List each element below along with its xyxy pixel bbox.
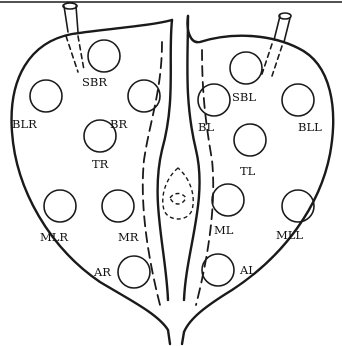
verumontanum-inner bbox=[170, 194, 186, 205]
biopsy-spot-mr bbox=[102, 190, 134, 222]
biopsy-spot-br bbox=[128, 80, 160, 112]
label-tl: TL bbox=[240, 164, 256, 178]
left-seminal-tube bbox=[63, 3, 84, 72]
biopsy-spot-ml bbox=[212, 184, 244, 216]
label-sbl: SBL bbox=[232, 90, 256, 104]
biopsy-spot-sbr bbox=[88, 40, 120, 72]
right-seminal-tube bbox=[262, 13, 291, 76]
biopsy-spot-mll bbox=[282, 190, 314, 222]
label-bll: BLL bbox=[298, 120, 322, 134]
biopsy-spot-al bbox=[202, 254, 234, 286]
biopsy-spot-mlr bbox=[44, 190, 76, 222]
label-br: BR bbox=[110, 117, 127, 131]
biopsy-spot-blr bbox=[30, 80, 62, 112]
urethra-left-wall bbox=[158, 20, 172, 300]
left-lobe-outline bbox=[12, 20, 172, 344]
biopsy-spot-sbl bbox=[230, 52, 262, 84]
label-sbr: SBR bbox=[82, 75, 107, 89]
biopsy-spot-bl bbox=[198, 84, 230, 116]
biopsy-spot-tl bbox=[234, 124, 266, 156]
label-al: AL bbox=[239, 263, 256, 277]
right-lobe-outline bbox=[182, 16, 333, 344]
label-blr: BLR bbox=[12, 117, 37, 131]
label-tr: TR bbox=[92, 157, 109, 171]
biopsy-spot-bll bbox=[282, 84, 314, 116]
label-mlr: MLR bbox=[40, 230, 68, 244]
label-mll: MLL bbox=[276, 228, 303, 242]
label-ar: AR bbox=[93, 265, 111, 279]
biopsy-spot-ar bbox=[118, 256, 150, 288]
label-bl: BL bbox=[198, 120, 214, 134]
urethra-right-wall bbox=[184, 16, 200, 300]
label-ml: ML bbox=[214, 223, 234, 237]
label-mr: MR bbox=[118, 230, 139, 244]
